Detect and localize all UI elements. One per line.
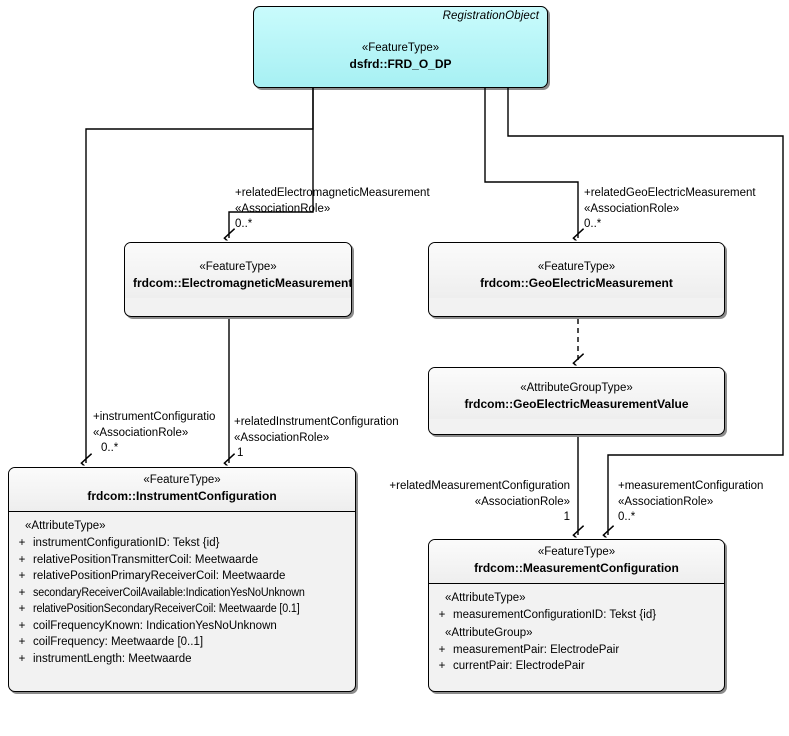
attribute-row: + relativePositionPrimaryReceiverCoil: M… — [11, 568, 353, 585]
class-header-frd-o-dp: RegistrationObject «FeatureType» dsfrd::… — [254, 7, 547, 79]
class-header-electromagneticmeasurement: «FeatureType» frdcom::ElectromagneticMea… — [125, 243, 351, 298]
association-multiplicity: 0..* — [618, 511, 636, 523]
association-role: +relatedGeoElectricMeasurement — [584, 187, 756, 199]
class-header-geoelectricmeasurement: «FeatureType» frdcom::GeoElectricMeasure… — [429, 243, 724, 298]
class-box-geoelectricmeasurementvalue[interactable]: «AttributeGroupType» frdcom::GeoElectric… — [428, 367, 725, 435]
attribute-text: relativePositionPrimaryReceiverCoil: Mee… — [33, 570, 286, 582]
attribute-row: + coilFrequency: Meetwaarde [0..1] — [11, 634, 353, 651]
class-box-instrumentconfiguration[interactable]: «FeatureType» frdcom::InstrumentConfigur… — [8, 467, 356, 692]
association-stereotype: «AssociationRole» — [618, 495, 714, 508]
association-label-instrument-configuration: +instrumentConfiguratio «AssociationRole… — [93, 410, 215, 457]
class-attributes-instrumentconfiguration: «AttributeType» + instrumentConfiguratio… — [9, 512, 355, 673]
attribute-text: secondaryReceiverCoilAvailable:Indicatio… — [33, 586, 305, 599]
attribute-group-label: «AttributeGroup» — [445, 626, 533, 639]
association-label-measurement-configuration: +measurementConfiguration «AssociationRo… — [618, 479, 763, 526]
attribute-text: measurementConfigurationID: Tekst {id} — [453, 609, 657, 621]
attribute-visibility: + — [438, 609, 446, 621]
association-role: +relatedInstrumentConfiguration — [234, 416, 399, 428]
class-stereotype: «AttributeGroupType» — [520, 382, 633, 394]
attribute-row: + coilFrequencyKnown: IndicationYesNoUnk… — [11, 618, 353, 635]
class-stereotype: «FeatureType» — [361, 42, 440, 54]
attribute-visibility: + — [18, 603, 26, 615]
attribute-row: + instrumentConfigurationID: Tekst {id} — [11, 535, 353, 552]
attribute-visibility: + — [18, 553, 26, 566]
association-multiplicity: 0..* — [101, 442, 119, 454]
class-box-measurementconfiguration[interactable]: «FeatureType» frdcom::MeasurementConfigu… — [428, 539, 725, 692]
class-name: frdcom::ElectromagneticMeasurement — [133, 276, 352, 290]
attribute-text: relativePositionSecondaryReceiverCoil: M… — [33, 603, 300, 615]
association-multiplicity: 1 — [563, 511, 570, 523]
attribute-text: coilFrequency: Meetwaarde [0..1] — [33, 636, 204, 648]
attribute-visibility: + — [18, 570, 26, 582]
attribute-visibility: + — [438, 643, 446, 656]
association-role: +instrumentConfiguratio — [93, 411, 216, 423]
association-stereotype: «AssociationRole» — [234, 431, 330, 444]
attribute-text: coilFrequencyKnown: IndicationYesNoUnkno… — [33, 619, 277, 632]
class-header-geoelectricmeasurementvalue: «AttributeGroupType» frdcom::GeoElectric… — [429, 368, 724, 419]
class-attributes-measurementconfiguration: «AttributeType» + measurementConfigurati… — [429, 584, 724, 681]
attribute-visibility: + — [18, 636, 26, 648]
edge-root-to-geoelectric — [484, 88, 578, 238]
class-stereotype: «FeatureType» — [537, 261, 616, 273]
attribute-visibility: + — [18, 537, 26, 549]
association-label-related-electromagnetic-measurement: +relatedElectromagneticMeasurement «Asso… — [235, 186, 430, 233]
class-header-instrumentconfiguration: «FeatureType» frdcom::InstrumentConfigur… — [9, 468, 355, 512]
class-box-electromagneticmeasurement[interactable]: «FeatureType» frdcom::ElectromagneticMea… — [124, 242, 352, 317]
association-multiplicity: 0..* — [584, 218, 602, 230]
association-stereotype: «AssociationRole» — [584, 202, 680, 215]
class-name: frdcom::GeoElectricMeasurementValue — [464, 397, 689, 411]
class-stereotype: «FeatureType» — [199, 261, 277, 273]
attribute-visibility: + — [18, 586, 26, 599]
attribute-row: + currentPair: ElectrodePair — [431, 658, 722, 675]
association-label-related-geoelectric-measurement: +relatedGeoElectricMeasurement «Associat… — [584, 186, 756, 233]
association-label-related-measurement-configuration: +relatedMeasurementConfiguration «Associ… — [366, 479, 570, 526]
attribute-group-label: «AttributeType» — [445, 592, 526, 604]
class-name: dsfrd::FRD_O_DP — [349, 57, 452, 71]
association-stereotype: «AssociationRole» — [93, 426, 189, 439]
class-name: frdcom::GeoElectricMeasurement — [480, 276, 673, 290]
attribute-text: measurementPair: ElectrodePair — [453, 643, 620, 656]
attribute-row: + instrumentLength: Meetwaarde — [11, 651, 353, 668]
attribute-row: + relativePositionSecondaryReceiverCoil:… — [11, 601, 353, 618]
class-stereotype: «FeatureType» — [143, 474, 221, 486]
attribute-row: + relativePositionTransmitterCoil: Meetw… — [11, 552, 353, 569]
attribute-row: + measurementPair: ElectrodePair — [431, 642, 722, 659]
association-stereotype: «AssociationRole» — [474, 495, 570, 508]
association-role: +relatedElectromagneticMeasurement — [235, 187, 430, 199]
registration-object-stereotype: RegistrationObject — [442, 10, 539, 22]
association-stereotype: «AssociationRole» — [235, 202, 331, 215]
class-name: frdcom::InstrumentConfiguration — [87, 489, 277, 503]
class-box-geoelectricmeasurement[interactable]: «FeatureType» frdcom::GeoElectricMeasure… — [428, 242, 725, 317]
attribute-visibility: + — [18, 652, 26, 665]
attribute-text: currentPair: ElectrodePair — [453, 660, 585, 672]
class-box-frd-o-dp[interactable]: RegistrationObject «FeatureType» dsfrd::… — [253, 6, 548, 88]
attribute-text: relativePositionTransmitterCoil: Meetwaa… — [33, 553, 259, 566]
attribute-row: + secondaryReceiverCoilAvailable:Indicat… — [11, 585, 353, 602]
association-multiplicity: 0..* — [235, 218, 253, 230]
association-multiplicity: 1 — [237, 447, 244, 459]
class-stereotype: «FeatureType» — [537, 546, 616, 558]
attribute-row: + measurementConfigurationID: Tekst {id} — [431, 607, 722, 624]
attribute-visibility: + — [18, 619, 26, 632]
class-header-measurementconfiguration: «FeatureType» frdcom::MeasurementConfigu… — [429, 540, 724, 584]
class-name: frdcom::MeasurementConfiguration — [474, 561, 679, 575]
association-label-related-instrument-configuration: +relatedInstrumentConfiguration «Associa… — [234, 415, 399, 462]
attribute-group-label: «AttributeType» — [25, 520, 106, 532]
attribute-text: instrumentConfigurationID: Tekst {id} — [33, 537, 220, 549]
association-role: +relatedMeasurementConfiguration — [389, 480, 570, 492]
association-role: +measurementConfiguration — [618, 480, 764, 492]
attribute-visibility: + — [438, 660, 446, 672]
attribute-text: instrumentLength: Meetwaarde — [33, 652, 192, 665]
